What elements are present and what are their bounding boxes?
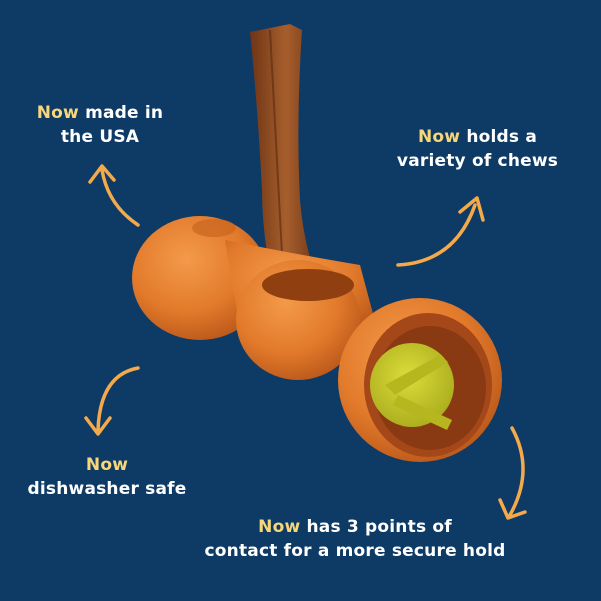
chew-toy-icon: [132, 216, 502, 462]
callout-text: the USA: [60, 127, 140, 147]
callout-text: dishwasher safe: [27, 479, 187, 499]
curved-arrow-up-right-icon: [396, 196, 485, 267]
callout-text: made in: [78, 103, 164, 123]
curved-arrow-down-left-icon: [498, 426, 527, 520]
callout-highlight: Now: [85, 455, 129, 475]
callout-made-in-usa: Now made in the USA: [30, 101, 170, 149]
callout-dishwasher-safe: Now dishwasher safe: [12, 453, 202, 501]
callout-highlight: Now: [36, 103, 79, 123]
callout-text: contact for a more secure hold: [204, 541, 506, 561]
callout-highlight: Now: [258, 517, 301, 537]
curved-arrow-up-icon: [88, 164, 140, 227]
callout-highlight: Now: [417, 127, 461, 147]
yellow-insert-icon: [370, 343, 454, 427]
callout-text: has 3 points of: [300, 517, 452, 537]
callout-text: variety of chews: [396, 151, 559, 171]
callout-secure-hold: Now has 3 points of contact for a more s…: [185, 515, 525, 563]
callout-text: holds a: [460, 127, 538, 147]
curved-arrow-down-icon: [84, 366, 140, 436]
callout-variety-of-chews: Now holds a variety of chews: [380, 125, 575, 173]
